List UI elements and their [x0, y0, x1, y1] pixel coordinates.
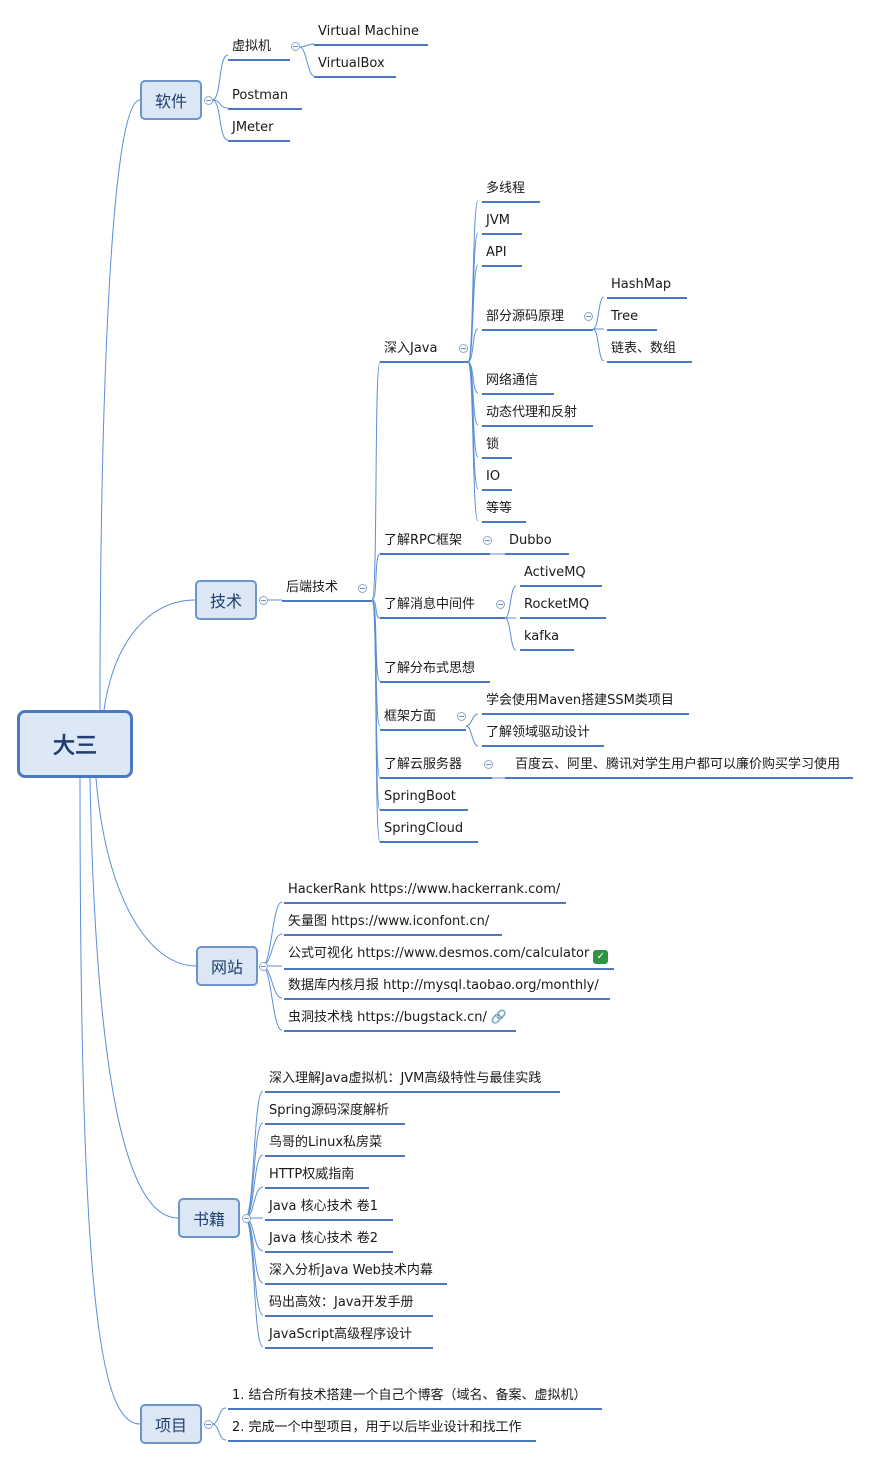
- website-desmos[interactable]: 公式可视化 https://www.desmos.com/calculator✓: [284, 945, 614, 970]
- branch-software[interactable]: 软件: [140, 80, 202, 120]
- connector-root-books: [89, 777, 179, 1219]
- book-linux[interactable]: 鸟哥的Linux私房菜: [265, 1134, 405, 1157]
- topic-multithreading[interactable]: 多线程: [482, 180, 540, 203]
- link-icon[interactable]: 🔗: [490, 1010, 508, 1025]
- website-mysql-monthly[interactable]: 数据库内核月报 http://mysql.taobao.org/monthly/: [284, 977, 610, 1000]
- collapse-toggle-projects[interactable]: [204, 1420, 213, 1429]
- topic-backend[interactable]: 后端技术: [282, 579, 372, 602]
- book-java-web[interactable]: 深入分析Java Web技术内幕: [265, 1262, 447, 1285]
- collapse-toggle-framework[interactable]: [457, 712, 466, 721]
- topic-lock[interactable]: 锁: [482, 436, 512, 459]
- topic-tree[interactable]: Tree: [607, 308, 657, 331]
- topic-maven-ssm[interactable]: 学会使用Maven搭建SSM类项目: [482, 692, 689, 715]
- branch-projects[interactable]: 项目: [140, 1404, 202, 1444]
- website-bugstack[interactable]: 虫洞技术栈 https://bugstack.cn/🔗: [284, 1009, 516, 1032]
- branch-books[interactable]: 书籍: [178, 1198, 240, 1238]
- topic-deep-java[interactable]: 深入Java: [380, 340, 468, 363]
- project-medium[interactable]: 2. 完成一个中型项目，用于以后毕业设计和找工作: [228, 1419, 536, 1442]
- topic-rpc[interactable]: 了解RPC框架: [380, 532, 490, 555]
- collapse-toggle-software[interactable]: [204, 96, 213, 105]
- book-core-java-2[interactable]: Java 核心技术 卷2: [265, 1230, 393, 1253]
- topic-rocketmq[interactable]: RocketMQ: [520, 596, 606, 619]
- book-jvm[interactable]: 深入理解Java虚拟机：JVM高级特性与最佳实践: [265, 1070, 560, 1093]
- topic-hashmap[interactable]: HashMap: [607, 276, 687, 299]
- collapse-toggle-mq[interactable]: [496, 600, 505, 609]
- website-bugstack-label: 虫洞技术栈 https://bugstack.cn/: [288, 1010, 487, 1025]
- topic-source-principles[interactable]: 部分源码原理: [482, 308, 593, 331]
- topic-cloud-providers[interactable]: 百度云、阿里、腾讯对学生用户都可以廉价购买学习使用: [505, 756, 853, 779]
- topic-network[interactable]: 网络通信: [482, 372, 554, 395]
- topic-springcloud[interactable]: SpringCloud: [380, 820, 478, 843]
- topic-jvm[interactable]: JVM: [482, 212, 522, 235]
- connector-root-tech: [103, 599, 196, 711]
- topic-list-array[interactable]: 链表、数组: [607, 340, 692, 363]
- connector-root-software: [99, 99, 141, 711]
- topic-proxy-reflection[interactable]: 动态代理和反射: [482, 404, 593, 427]
- topic-jmeter[interactable]: JMeter: [228, 119, 290, 142]
- topic-distributed[interactable]: 了解分布式思想: [380, 660, 490, 683]
- collapse-toggle-backend[interactable]: [358, 584, 367, 593]
- website-iconfont[interactable]: 矢量图 https://www.iconfont.cn/: [284, 913, 502, 936]
- collapse-toggle-cloud[interactable]: [484, 760, 493, 769]
- topic-activemq[interactable]: ActiveMQ: [520, 564, 602, 587]
- book-spring-source[interactable]: Spring源码深度解析: [265, 1102, 405, 1125]
- collapse-toggle-websites[interactable]: [259, 962, 268, 971]
- topic-dubbo[interactable]: Dubbo: [505, 532, 569, 555]
- collapse-toggle-deep-java[interactable]: [459, 344, 468, 353]
- topic-api[interactable]: API: [482, 244, 522, 267]
- topic-mq[interactable]: 了解消息中间件: [380, 596, 505, 619]
- topic-io[interactable]: IO: [482, 468, 512, 491]
- topic-framework[interactable]: 框架方面: [380, 708, 466, 731]
- book-java-manual[interactable]: 码出高效：Java开发手册: [265, 1294, 433, 1317]
- book-http[interactable]: HTTP权威指南: [265, 1166, 369, 1189]
- connector-root-projects: [79, 777, 141, 1425]
- desmos-app-icon: ✓: [593, 950, 609, 964]
- collapse-toggle-source[interactable]: [584, 312, 593, 321]
- collapse-toggle-books[interactable]: [242, 1214, 251, 1223]
- topic-vm[interactable]: 虚拟机: [228, 38, 290, 61]
- topic-virtualbox[interactable]: VirtualBox: [314, 55, 396, 78]
- topic-virtual-machine[interactable]: Virtual Machine: [314, 23, 428, 46]
- website-desmos-label: 公式可视化 https://www.desmos.com/calculator: [288, 946, 590, 961]
- branch-websites[interactable]: 网站: [196, 946, 258, 986]
- collapse-toggle-tech[interactable]: [259, 596, 268, 605]
- connector-root-websites: [95, 777, 197, 967]
- collapse-toggle-vm[interactable]: [291, 42, 300, 51]
- book-core-java-1[interactable]: Java 核心技术 卷1: [265, 1198, 393, 1221]
- collapse-toggle-rpc[interactable]: [483, 536, 492, 545]
- topic-ddd[interactable]: 了解领域驱动设计: [482, 724, 604, 747]
- topic-kafka[interactable]: kafka: [520, 628, 574, 651]
- topic-cloud-server[interactable]: 了解云服务器: [380, 756, 492, 779]
- book-javascript[interactable]: JavaScript高级程序设计: [265, 1326, 433, 1349]
- topic-postman[interactable]: Postman: [228, 87, 302, 110]
- website-hackerrank[interactable]: HackerRank https://www.hackerrank.com/: [284, 881, 566, 904]
- root-node[interactable]: 大三: [17, 710, 133, 778]
- topic-etc[interactable]: 等等: [482, 500, 526, 523]
- topic-springboot[interactable]: SpringBoot: [380, 788, 468, 811]
- branch-tech[interactable]: 技术: [195, 580, 257, 620]
- project-blog[interactable]: 1. 结合所有技术搭建一个自己个博客（域名、备案、虚拟机）: [228, 1387, 602, 1410]
